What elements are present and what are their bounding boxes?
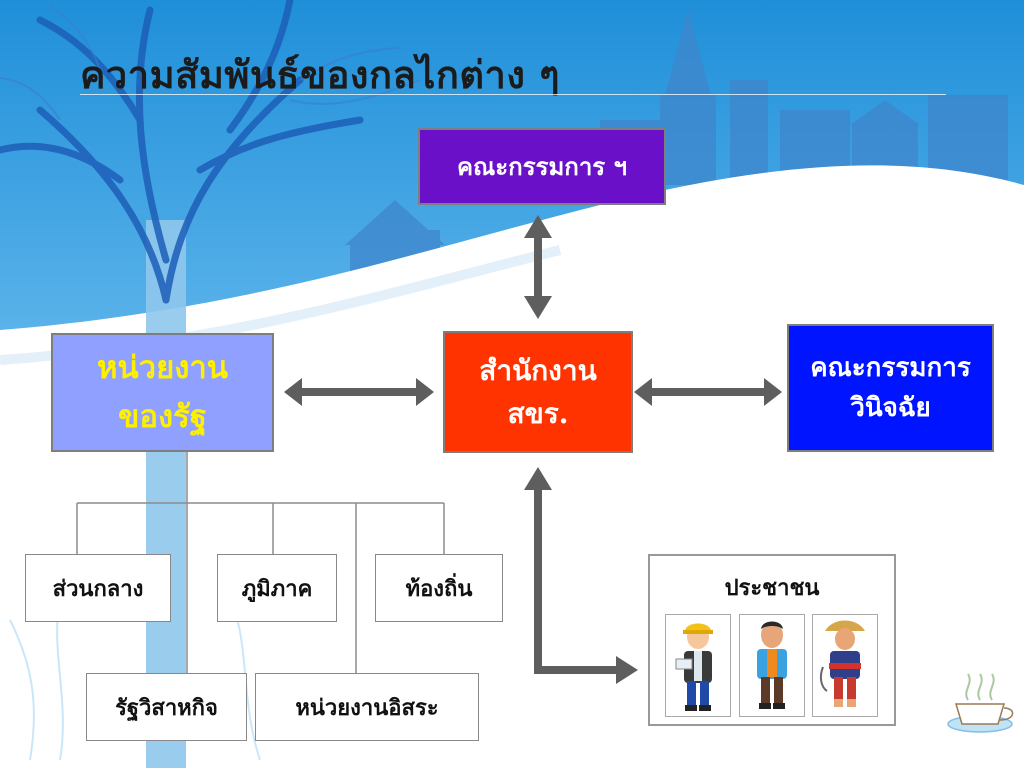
tribunal-label-line2: วินิจฉัย [850, 393, 931, 423]
committee-label: คณะกรรมการ ฯ [456, 151, 628, 181]
title-underline [80, 94, 946, 95]
sub-unit-central: ส่วนกลาง [25, 554, 171, 622]
tribunal-label-line1: คณะกรรมการ [810, 352, 971, 383]
coffee-cup-icon [947, 673, 1014, 733]
state-agencies-box: หน่วยงาน ของรัฐ [51, 333, 274, 452]
office-label-line2: สขร. [507, 397, 569, 430]
sub-unit-state-enterprise: รัฐวิสาหกิจ [86, 673, 247, 741]
sub-unit-regional: ภูมิภาค [217, 554, 337, 622]
office-box: สำนักงาน สขร. [443, 331, 633, 453]
committee-box: คณะกรรมการ ฯ [418, 128, 666, 205]
person-farmer-icon [812, 614, 878, 717]
state-agencies-label-line2: ของรัฐ [118, 398, 207, 435]
people-panel: ประชาชน [648, 554, 896, 726]
person-engineer-icon [665, 614, 731, 717]
sub-unit-independent: หน่วยงานอิสระ [255, 673, 479, 741]
page-title: ความสัมพันธ์ของกลไกต่าง ๆ [80, 52, 561, 97]
people-label: ประชาชน [724, 575, 820, 601]
tribunal-box: คณะกรรมการ วินิจฉัย [787, 324, 994, 452]
state-agencies-label-line1: หน่วยงาน [97, 350, 228, 387]
sub-unit-local: ท้องถิ่น [375, 554, 503, 622]
office-label-line1: สำนักงาน [479, 353, 597, 387]
person-man-icon [739, 614, 805, 717]
